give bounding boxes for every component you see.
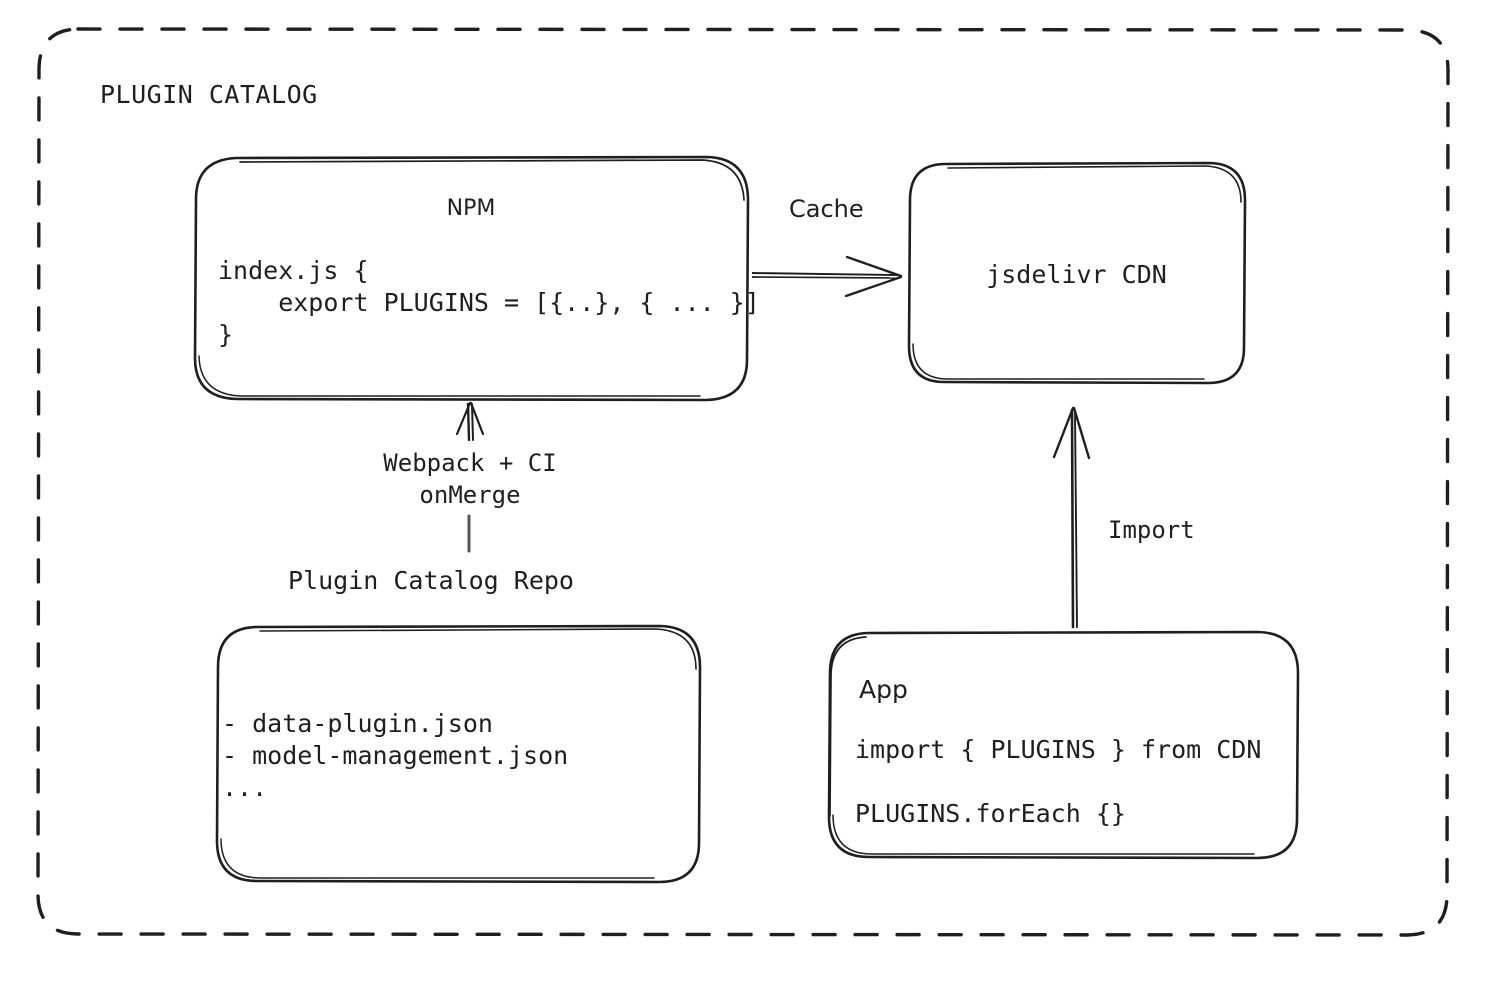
repo-node-shape (215, 624, 702, 884)
app-node-title: App (859, 675, 908, 704)
edge-npm-to-cdn (751, 255, 903, 298)
npm-code-snippet: index.js { export PLUGINS = [{..}, { ...… (218, 256, 760, 349)
edge-label-cache: Cache (789, 195, 864, 223)
cdn-node-shape (907, 161, 1247, 385)
repo-file-list: - data-plugin.json - model-management.js… (222, 709, 569, 802)
repo-node-caption: Plugin Catalog Repo (288, 566, 574, 595)
plugin-catalog-container-border (36, 27, 1450, 937)
npm-node-shape (193, 155, 750, 402)
edge-label-import: Import (1108, 516, 1195, 544)
edge-repo-to-npm (455, 401, 485, 553)
app-foreach-statement: PLUGINS.forEach {} (855, 799, 1126, 828)
npm-node-title: NPM (446, 196, 496, 221)
app-import-statement: import { PLUGINS } from CDN (855, 735, 1262, 764)
app-node-shape (827, 630, 1300, 860)
plugin-catalog-title: PLUGIN CATALOG (100, 80, 318, 109)
edge-app-to-cdn (1052, 406, 1091, 629)
edge-label-webpack-ci-onmerge: Webpack + CI onMerge (383, 449, 557, 509)
cdn-node-title: jsdelivr CDN (986, 260, 1167, 289)
